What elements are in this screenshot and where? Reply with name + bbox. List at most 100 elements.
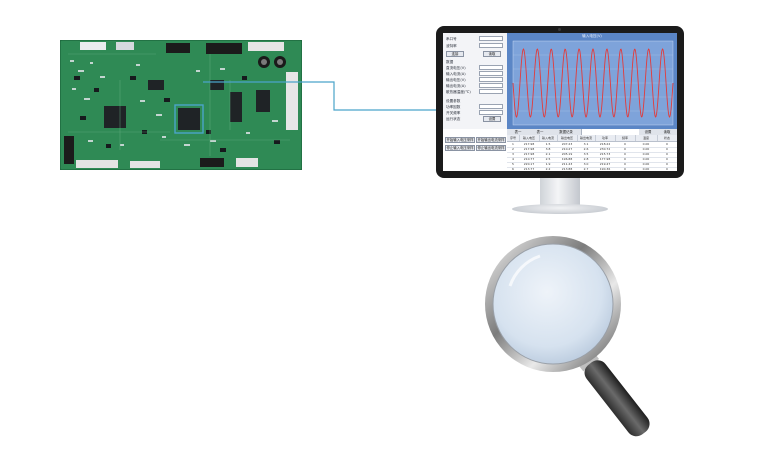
- table-cell: 213.88: [561, 167, 573, 171]
- data-table: 表一 表一 数据记录 设置 读取 开始输入电压采样 开始输出电流采样 停止输入电…: [443, 129, 677, 171]
- table-cell: 2.5: [545, 157, 551, 161]
- table-cell: 215.73: [599, 152, 611, 156]
- baud-select[interactable]: [479, 43, 503, 48]
- header-cell: 输出电流: [577, 135, 596, 141]
- monitor-icon: 串口号 波特率 连接 读取 数据 直流电压(V) 输入电流(A) 输出电压(V)…: [436, 26, 684, 216]
- label-switch-freq: 开关频率: [446, 111, 461, 115]
- label-input-current: 输入电流(A): [446, 72, 466, 76]
- table-cell: 196.88: [561, 157, 573, 161]
- output-voltage-field[interactable]: [479, 77, 503, 82]
- output-current-field[interactable]: [479, 83, 503, 88]
- label-data: 数据: [446, 60, 454, 64]
- tab-records[interactable]: 数据记录: [551, 129, 582, 135]
- monitor-bezel: 串口号 波特率 连接 读取 数据 直流电压(V) 输入电流(A) 输出电压(V)…: [436, 26, 684, 178]
- table-cell: 3.5: [583, 152, 589, 156]
- table-cell: 210.27: [561, 147, 573, 151]
- header-cell: 功率: [595, 135, 616, 141]
- table-cell: 2.7: [583, 167, 589, 171]
- table-cell: 0: [666, 167, 668, 171]
- table-cell: 0: [624, 167, 626, 171]
- table-cell: 0: [666, 142, 668, 146]
- table-cell: 210.77: [523, 157, 535, 161]
- table-cell: 0: [666, 152, 668, 156]
- table-row[interactable]: 2 217.98 3.8 210.27 2.6 230.72 0 0.00 0: [507, 147, 677, 153]
- table-cell: 211.43: [561, 162, 573, 166]
- header-cell: 输入电压: [519, 135, 540, 141]
- table-cell: 0: [624, 162, 626, 166]
- heatsink-temp-field[interactable]: [479, 89, 503, 94]
- waveform-plot: 输入电压(V): [507, 33, 677, 129]
- table-cell: 0.00: [642, 147, 650, 151]
- table-cell: 217.98: [523, 152, 535, 156]
- table-cell: 220.17: [523, 162, 535, 166]
- header-cell: 输出电压: [557, 135, 578, 141]
- plot-title: 输入电压(V): [582, 34, 602, 38]
- table-cell: 0: [624, 142, 626, 146]
- table-cell: 0: [624, 147, 626, 151]
- tab-read[interactable]: 读取: [657, 129, 677, 135]
- label-power-factor: 功率因数: [446, 105, 461, 109]
- table-cell: 6: [512, 167, 514, 171]
- open-button[interactable]: 连接: [446, 51, 464, 57]
- table-cell: 0: [666, 162, 668, 166]
- label-output-current: 输出电流(A): [446, 84, 466, 88]
- start-voltage-sampling-button[interactable]: 开始输入电压采样: [445, 137, 475, 143]
- table-cell: 217.98: [523, 142, 535, 146]
- table-cell: 0: [666, 147, 668, 151]
- header-cell: 温度: [635, 135, 658, 141]
- read-button[interactable]: 读取: [483, 51, 501, 57]
- table-cell: 0: [624, 152, 626, 156]
- table-header: 序号 输入电压 输入电流 输出电压 输出电流 功率 频率 温度 状态: [507, 135, 677, 142]
- waveform-graph: [512, 40, 674, 126]
- table-cell: 3.8: [545, 147, 551, 151]
- settings-panel: 串口号 波特率 连接 读取 数据 直流电压(V) 输入电流(A) 输出电压(V)…: [443, 33, 508, 129]
- table-cell: 2.2: [545, 167, 551, 171]
- header-cell: 序号: [507, 135, 520, 141]
- table-cell: 3.1: [583, 142, 589, 146]
- label-output-voltage: 输出电压(V): [446, 78, 466, 82]
- table-cell: 5: [512, 162, 514, 166]
- table-cell: 1.5: [545, 142, 551, 146]
- table-cell: 2.1: [545, 152, 551, 156]
- monitor-screen: 串口号 波特率 连接 读取 数据 直流电压(V) 输入电流(A) 输出电压(V)…: [443, 33, 677, 171]
- set-button[interactable]: 设置: [483, 116, 501, 122]
- table-cell: 207.23: [561, 142, 573, 146]
- table-cell: 218.22: [599, 142, 611, 146]
- table-cell: 0.00: [642, 142, 650, 146]
- power-factor-field[interactable]: [479, 104, 503, 109]
- header-cell: 频率: [615, 135, 636, 141]
- label-heatsink-temp: 散热器温度(℃): [446, 90, 471, 94]
- table-cell: 177.98: [599, 157, 611, 161]
- table-cell: 0: [666, 157, 668, 161]
- start-current-sampling-button[interactable]: 开始输出电流采样: [476, 137, 506, 143]
- input-current-field[interactable]: [479, 71, 503, 76]
- table-cell: 190.36: [599, 167, 611, 171]
- stop-voltage-sampling-button[interactable]: 停止输入电压采样: [445, 145, 475, 151]
- label-run-state: 运行状态: [446, 117, 461, 121]
- table-cell: 2.6: [583, 147, 589, 151]
- sine-wave: [512, 48, 674, 118]
- port-select[interactable]: [479, 36, 503, 41]
- label-baud: 波特率: [446, 44, 457, 48]
- table-cell: 219.47: [599, 162, 611, 166]
- table-cell: 0: [624, 157, 626, 161]
- dc-voltage-field[interactable]: [479, 65, 503, 70]
- table-cell: 0.00: [642, 162, 650, 166]
- label-settings: 设置参数: [446, 99, 461, 103]
- table-cell: 2: [512, 147, 514, 151]
- label-dc-voltage: 直流电压(V): [446, 66, 466, 70]
- camera-dot: [558, 28, 561, 31]
- stop-current-sampling-button[interactable]: 停止输出电流采样: [476, 145, 506, 151]
- label-port: 串口号: [446, 37, 457, 41]
- table-cell: 2.8: [583, 157, 589, 161]
- table-cell: 213.77: [523, 167, 535, 171]
- switch-freq-field[interactable]: [479, 110, 503, 115]
- header-cell: 输入电流: [539, 135, 558, 141]
- circuit-board-icon: [60, 40, 302, 170]
- table-cell: 230.72: [599, 147, 611, 151]
